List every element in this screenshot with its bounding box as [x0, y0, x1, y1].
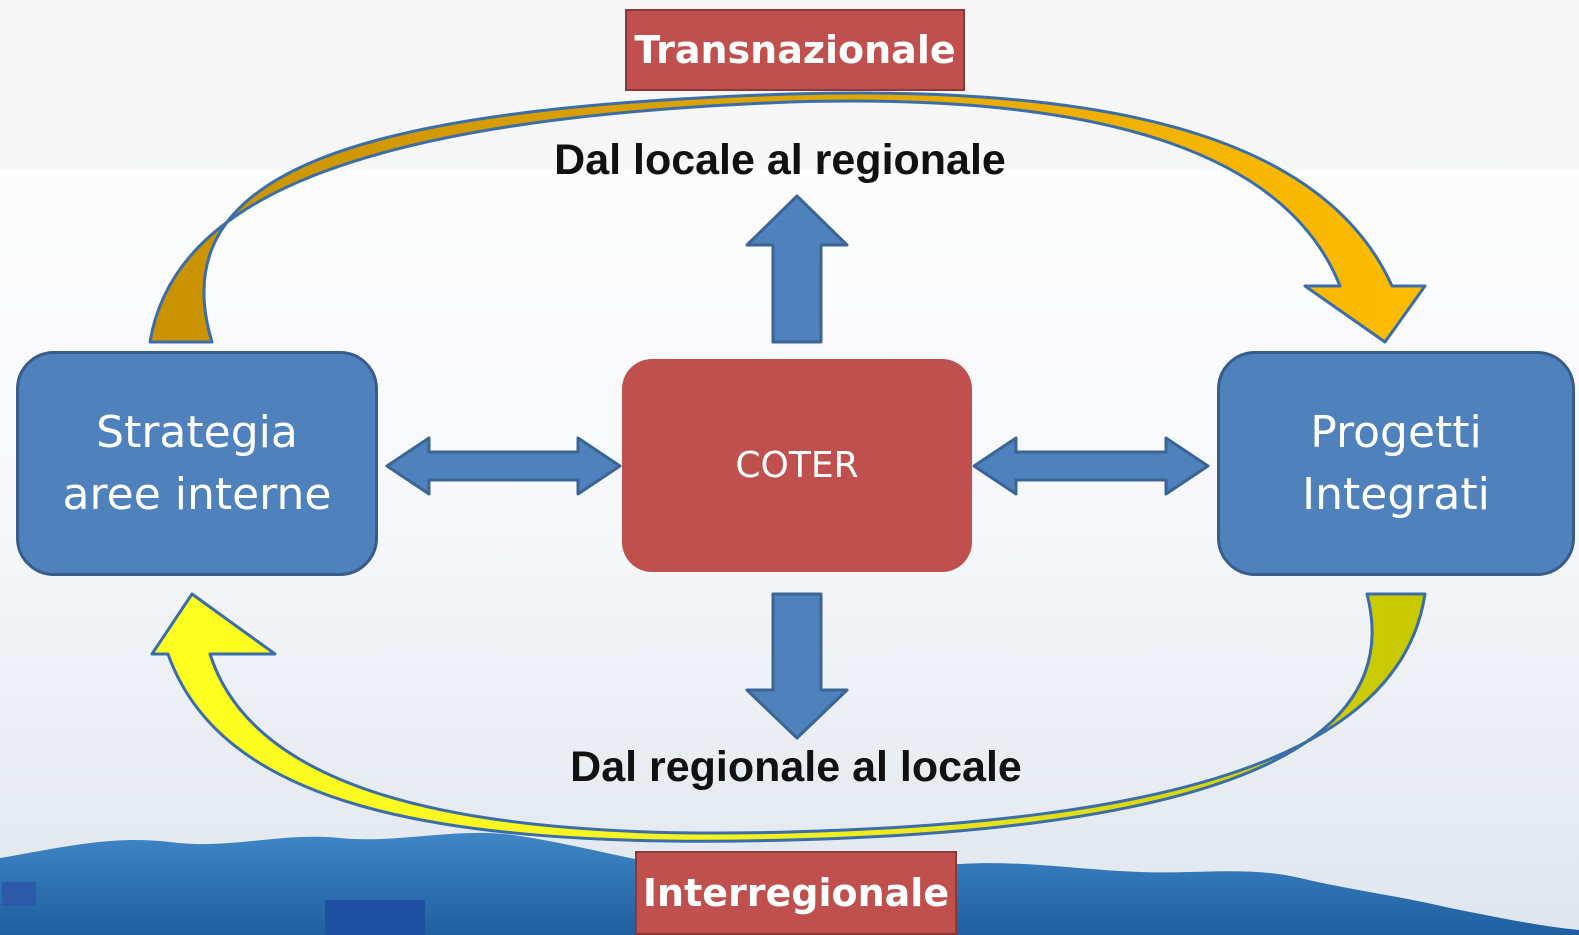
down-arrow: [745, 592, 849, 740]
flow-local-to-regional: Dal locale al regionale: [554, 136, 1006, 184]
node-right-line2: Integrati: [1302, 468, 1490, 520]
eu-flag-logo: [325, 900, 425, 935]
node-left-line1: Strategia: [96, 406, 298, 458]
small-flag-logo: [2, 882, 36, 906]
left-double-arrow: [385, 436, 622, 496]
up-arrow: [745, 194, 849, 344]
interregional-label: Interregionale: [635, 851, 957, 935]
node-right-line1: Progetti: [1310, 406, 1482, 458]
node-strategia-aree-interne: Strategia aree interne: [16, 351, 378, 576]
right-double-arrow: [972, 436, 1210, 496]
flow-regional-to-local: Dal regionale al locale: [570, 743, 1022, 791]
transnational-label: Transnazionale: [625, 9, 965, 91]
node-coter: COTER: [622, 359, 972, 572]
node-progetti-integrati: Progetti Integrati: [1217, 351, 1575, 576]
node-left-line2: aree interne: [62, 468, 332, 520]
top-curved-arrow: [148, 91, 1427, 344]
bottom-curved-arrow: [150, 592, 1427, 843]
